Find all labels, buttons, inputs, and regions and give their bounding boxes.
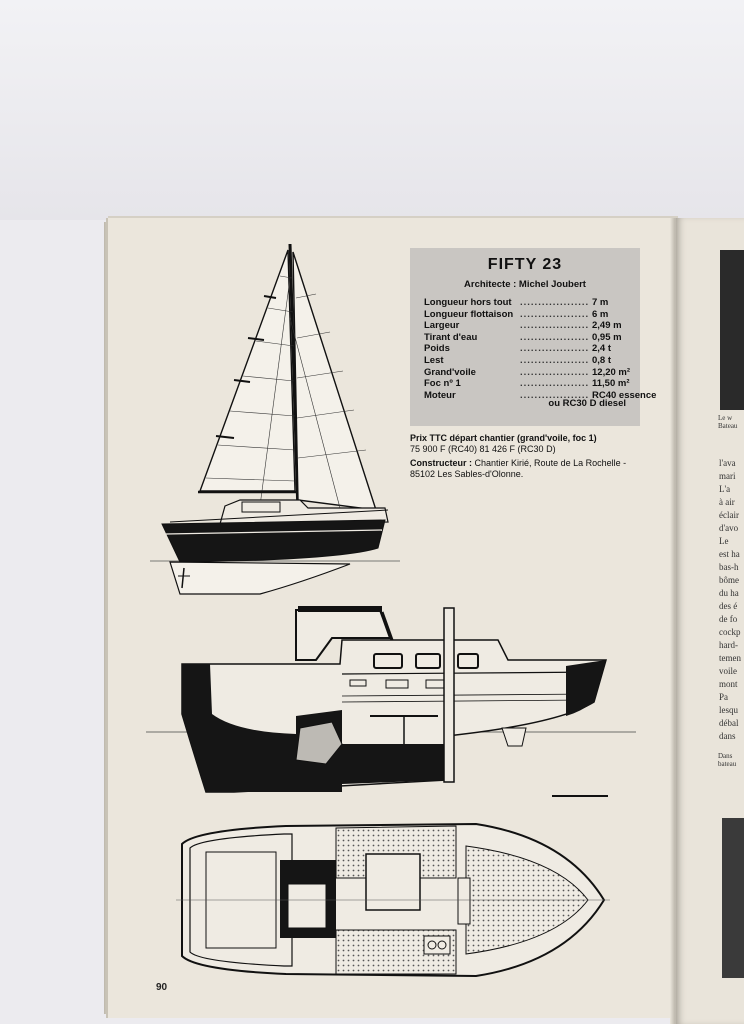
spec-row: Grand'voile.............................…: [424, 367, 632, 379]
boat-title: FIFTY 23: [487, 256, 563, 273]
spec-leader-dots: ..............................: [520, 320, 588, 332]
spec-leader-dots: ..............................: [520, 331, 588, 343]
spec-row: Largeur.............................. 2,4…: [424, 320, 632, 332]
spec-row: Longueur hors tout......................…: [424, 297, 632, 309]
spec-leader-dots: ..............................: [520, 389, 588, 401]
next-page-line: voile: [719, 666, 737, 676]
spec-label: Lest: [424, 355, 444, 366]
spec-label: Tirant d'eau: [424, 331, 478, 343]
profile-cutaway-drawing: [146, 606, 636, 797]
spec-leader-dots: ..............................: [520, 366, 588, 378]
next-page-line: lesqu: [719, 705, 738, 715]
spec-label: Grand'voile: [424, 366, 476, 378]
next-page-line: des é: [719, 601, 738, 611]
next-page-line: à air: [719, 497, 735, 507]
price-values: 75 900 F (RC40) 81 426 F (RC30 D): [410, 444, 556, 454]
next-page-caption-2b: bateau: [718, 760, 737, 768]
next-page-photo-bottom: [722, 818, 744, 978]
spec-value: RC40 essence: [592, 389, 657, 401]
next-page-line: du ha: [719, 588, 739, 598]
next-page-line: l'ava: [719, 458, 736, 468]
next-page-caption-2a: Dans: [718, 752, 733, 760]
spec-value: 2,49 m: [592, 320, 622, 332]
spec-leader-dots: ..............................: [520, 355, 588, 366]
spec-row: Tirant d'eau............................…: [424, 332, 632, 344]
spec-box: FIFTY 23 Architecte : Michel Joubert Lon…: [410, 248, 656, 426]
spec-row: Poids.............................. 2,4 t: [424, 343, 632, 355]
spec-row: Longueur flottaison.....................…: [424, 309, 632, 321]
next-page-line: de fo: [719, 614, 738, 624]
next-page-photo-top: [720, 250, 744, 410]
next-page-line: débal: [719, 718, 739, 728]
spec-value: 2,4 t: [592, 343, 612, 355]
spec-label: Longueur hors tout: [424, 297, 512, 308]
price-label: Prix TTC départ chantier (grand'voile, f…: [410, 433, 597, 443]
spec-row: Moteur.............................. RC40…: [424, 389, 656, 402]
spec-leader-dots: ..............................: [520, 308, 588, 320]
price-block: Prix TTC départ chantier (grand'voile, f…: [410, 433, 642, 455]
page-gutter: [670, 218, 680, 1024]
spec-label: Moteur: [424, 389, 456, 401]
spec-label: Longueur flottaison: [424, 308, 514, 320]
spec-label: Poids: [424, 343, 450, 355]
builder-text: Chantier Kirié, Route de La Rochelle - 8…: [410, 458, 627, 479]
spec-label: Largeur: [424, 320, 460, 332]
spec-leader-dots: ..............................: [520, 343, 588, 355]
next-page-line: mont: [719, 679, 738, 689]
next-page-line: mari: [719, 471, 736, 481]
spec-label: Foc nº 1: [424, 378, 461, 390]
sail-plan-drawing: [150, 243, 400, 595]
next-page-line: bas-h: [719, 562, 739, 572]
spec-value: 7 m: [592, 297, 609, 308]
background: [0, 0, 744, 220]
next-page-line: cockp: [719, 627, 741, 637]
next-page-caption-1b: Bateau: [718, 422, 738, 430]
spec-value: 6 m: [592, 308, 609, 320]
next-page-line: L'a: [719, 484, 731, 494]
next-page-line: Le: [719, 536, 729, 546]
spec-value: 11,50 m²: [592, 378, 630, 390]
deck-plan-drawing: [176, 822, 610, 978]
builder-label: Constructeur :: [410, 458, 473, 468]
spec-value: 0,95 m: [592, 331, 622, 343]
next-page-line: temen: [719, 653, 741, 663]
spec-value: 0,8 t: [592, 355, 612, 366]
builder-block: Constructeur : Chantier Kirié, Route de …: [410, 458, 642, 480]
next-page-line: Pa: [719, 692, 728, 702]
next-page-line: d'avo: [719, 523, 739, 533]
spec-leader-dots: ..............................: [520, 297, 588, 308]
spec-row: Lest.............................. 0,8 t: [424, 355, 632, 367]
spec-row: Foc nº 1.............................. 11…: [424, 378, 632, 390]
next-page-caption-1a: Le w: [718, 414, 733, 422]
spec-value: 12,20 m²: [592, 366, 631, 378]
architect-line: Architecte : Michel Joubert: [464, 279, 586, 290]
moteur-alternative: ou RC30 D diesel: [548, 398, 626, 409]
next-page-line: éclair: [719, 510, 739, 520]
next-page-line: bôme: [719, 575, 739, 585]
next-page-line: hard-: [719, 640, 738, 650]
spec-leader-dots: ..............................: [520, 378, 588, 390]
next-page-line: dans: [719, 731, 736, 741]
page-edge: [104, 222, 110, 1014]
next-page-line: est ha: [719, 549, 740, 559]
page-number: 90: [156, 982, 168, 993]
